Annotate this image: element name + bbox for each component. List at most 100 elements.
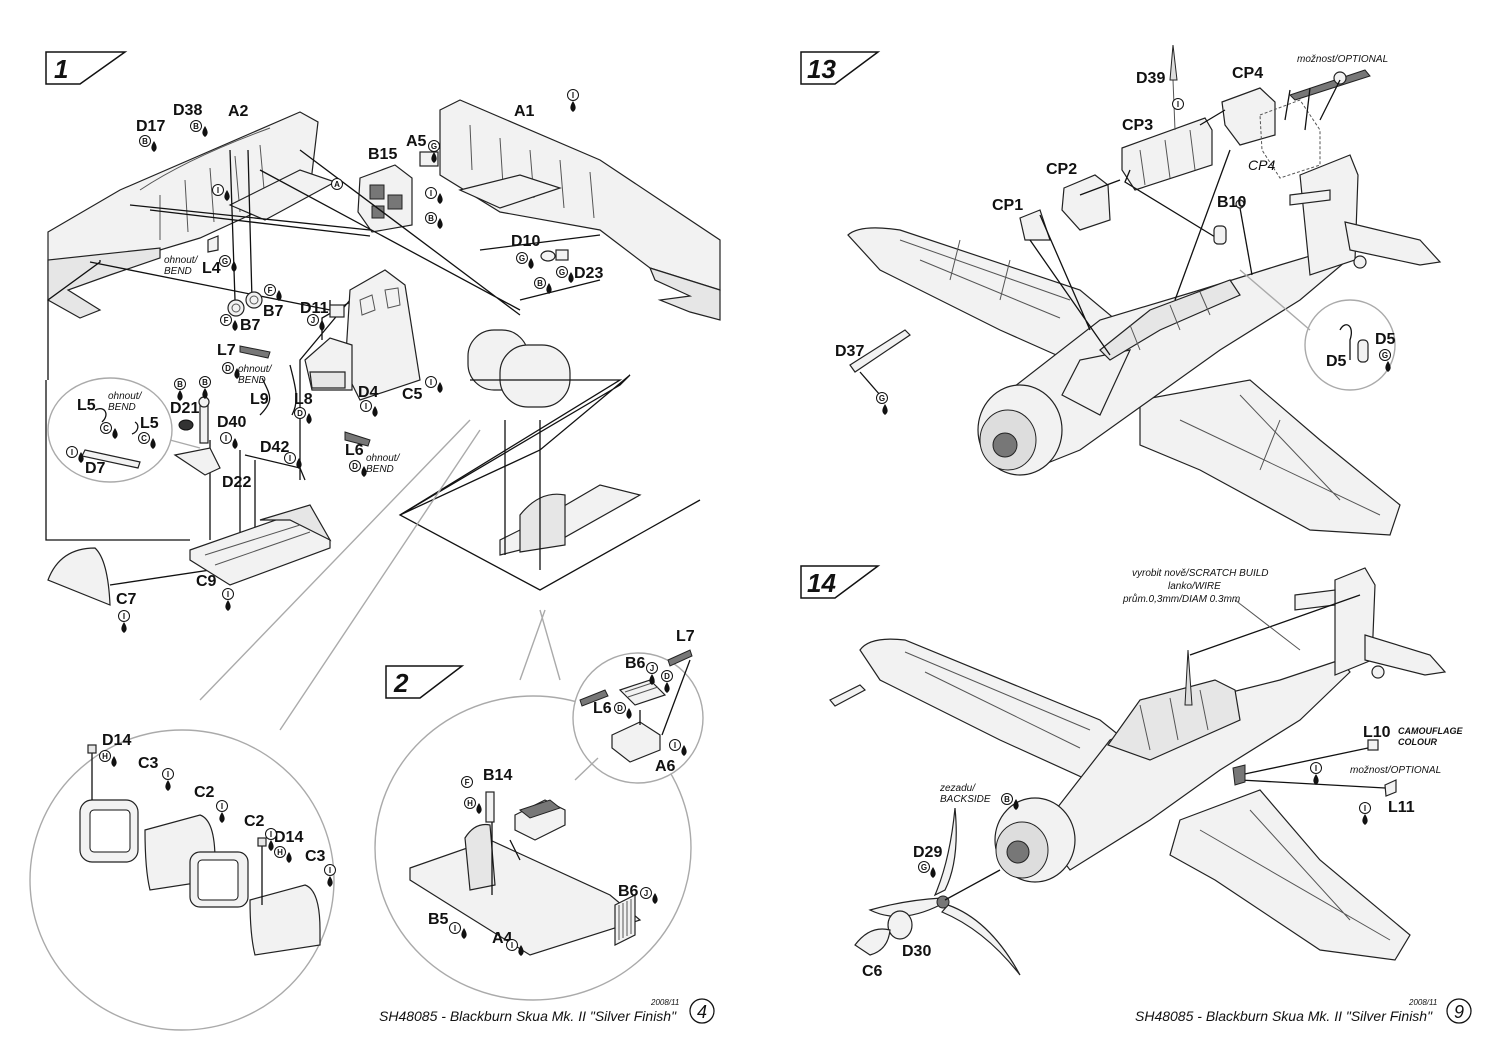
note-camo-2: COLOUR: [1398, 737, 1437, 747]
badge-i: I: [425, 187, 443, 204]
badge-h: H: [274, 846, 292, 863]
right-page: 13: [800, 44, 1472, 1024]
left-page: 1: [29, 51, 721, 1031]
step-13-flag: 13: [800, 51, 881, 85]
label-l9: L9: [250, 391, 269, 408]
badge-i: I: [66, 446, 84, 463]
badge-i: I: [222, 588, 234, 611]
instrument-panel-b15: [357, 164, 413, 233]
note-backside-2: BACKSIDE: [940, 794, 991, 805]
badge-b: B: [1001, 793, 1019, 810]
detail-circle-c2-c3: [29, 729, 335, 1031]
label-a6: A6: [655, 758, 676, 775]
label-d23: D23: [574, 265, 603, 282]
svg-text:J: J: [644, 889, 648, 898]
label-d42: D42: [260, 439, 289, 456]
badge-i: I: [425, 376, 443, 393]
badge-i: I: [162, 768, 174, 791]
label-d39: D39: [1136, 70, 1165, 87]
note-bend-l5-2: BEND: [108, 402, 136, 413]
label-d14-a: D14: [102, 732, 131, 749]
seat-belts: [239, 345, 371, 447]
right-page-labels: CP4 možnost/OPTIONAL D39 CP3 CP4 CP2 CP1…: [835, 54, 1463, 980]
svg-text:H: H: [277, 848, 283, 857]
label-d37: D37: [835, 343, 864, 360]
label-b14: B14: [483, 767, 512, 784]
label-cp2: CP2: [1046, 161, 1077, 178]
footer-date-right: 2008/11: [1408, 998, 1437, 1007]
badge-b: B: [534, 277, 552, 294]
parts-d10-d23: [540, 249, 569, 262]
note-bend-l6-2: BEND: [366, 464, 394, 475]
detail-circle-d5: [1239, 269, 1396, 391]
label-b10: B10: [1217, 194, 1246, 211]
label-d21: D21: [170, 400, 199, 417]
label-l11: L11: [1388, 799, 1415, 816]
note-bend-l7-2: BEND: [238, 375, 266, 386]
right-page-color-badges: I G G I I B G: [876, 98, 1391, 878]
svg-text:G: G: [921, 863, 927, 872]
badge-g: G: [918, 861, 936, 878]
svg-text:A: A: [334, 180, 340, 189]
label-c2-b: C2: [244, 813, 265, 830]
note-camo-1: CAMOUFLAGE: [1398, 726, 1463, 736]
label-c2-a: C2: [194, 784, 215, 801]
badge-d: D: [349, 460, 367, 477]
svg-text:I: I: [329, 866, 331, 875]
svg-text:I: I: [1315, 764, 1317, 773]
svg-text:I: I: [1364, 804, 1366, 813]
svg-text:I: I: [430, 378, 432, 387]
badge-g: G: [516, 252, 534, 269]
badge-i: I: [1359, 802, 1371, 825]
label-a5: A5: [406, 133, 427, 150]
left-page-labels: A2 A1 D38 D17 A5 B15 D10 D23 L4 ohnout/ …: [77, 102, 695, 947]
label-d5-right: D5: [1375, 331, 1396, 348]
note-bend-l5-1: ohnout/: [108, 391, 143, 402]
svg-text:I: I: [430, 189, 432, 198]
control-stick: [173, 396, 306, 481]
badge-h: H: [99, 750, 117, 767]
note-bend-l4-2: BEND: [164, 266, 192, 277]
part-d11: [329, 304, 345, 318]
fuselage-half-a1: [439, 99, 721, 321]
badge-i: I: [449, 922, 467, 939]
note-backside-1: zezadu/: [939, 783, 976, 794]
label-c3-a: C3: [138, 755, 159, 772]
svg-text:B: B: [1004, 795, 1010, 804]
note-bend-l7-1: ohnout/: [238, 364, 273, 375]
badge-d: D: [294, 407, 312, 424]
svg-text:H: H: [467, 799, 473, 808]
badge-h: H: [464, 797, 482, 814]
badge-b: B: [425, 212, 443, 229]
label-c7: C7: [116, 591, 137, 608]
page-number-right: 9: [1454, 1002, 1464, 1022]
label-b15: B15: [368, 146, 397, 163]
svg-text:I: I: [674, 741, 676, 750]
badge-b: B: [199, 376, 211, 399]
label-cp1: CP1: [992, 197, 1023, 214]
svg-text:B: B: [537, 279, 543, 288]
svg-text:F: F: [224, 316, 229, 325]
badge-b: B: [139, 135, 157, 152]
svg-text:I: I: [289, 454, 291, 463]
label-d14-b: D14: [274, 829, 303, 846]
svg-text:B: B: [202, 378, 208, 387]
label-l7: L7: [217, 342, 236, 359]
label-l10: L10: [1363, 724, 1391, 741]
badge-b: B: [190, 120, 208, 137]
seat-back-c5: [344, 269, 421, 401]
seat-d4: [304, 337, 353, 391]
badge-g: G: [1379, 349, 1391, 372]
note-scratch-2: lanko/WIRE: [1168, 581, 1221, 592]
badge-f: F: [461, 776, 473, 788]
note-optional-13: možnost/OPTIONAL: [1297, 54, 1388, 65]
badge-g: G: [219, 255, 237, 272]
svg-text:J: J: [311, 316, 315, 325]
detail-circle-step-2: [374, 649, 704, 1001]
label-c3-b: C3: [305, 848, 326, 865]
label-a2: A2: [228, 103, 249, 120]
label-l6-step2: L6: [593, 700, 612, 717]
parts-b7: [227, 291, 263, 317]
footer-date-left: 2008/11: [650, 998, 679, 1007]
